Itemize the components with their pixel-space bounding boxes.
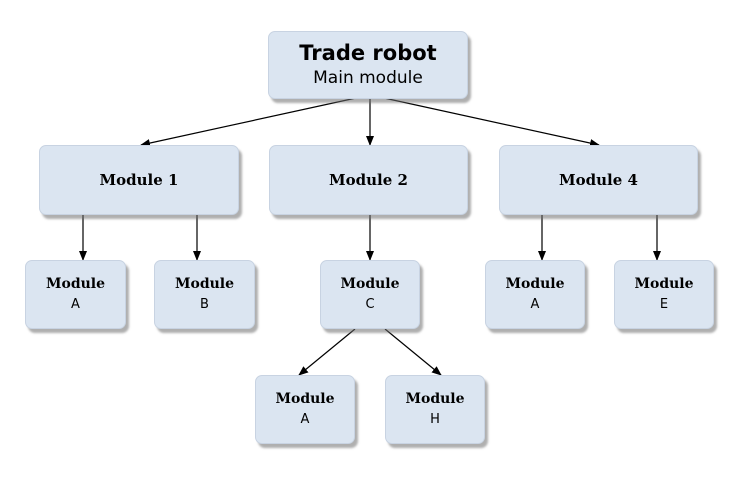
module-a2-label-line1: Module	[505, 275, 565, 292]
module-4-label: Module 4	[559, 171, 638, 189]
module-c-label-line2: C	[365, 296, 375, 312]
module-c-node: Module C	[320, 260, 420, 329]
arrow-module-c-to-h	[384, 328, 442, 376]
module-1-label: Module 1	[99, 171, 179, 189]
module-h-label-line2: H	[430, 411, 440, 427]
module-h-label-line1: Module	[405, 390, 465, 407]
module-2-node: Module 2	[269, 145, 468, 215]
module-a-label-line2: A	[71, 296, 80, 312]
module-b-node: Module B	[154, 260, 255, 329]
module-b-label-line1: Module	[174, 275, 235, 292]
module-h-node: Module H	[385, 375, 485, 444]
arrow-root-to-module-1	[140, 97, 357, 147]
module-b-label-line2: B	[200, 296, 209, 312]
module-a3-node: Module A	[255, 375, 355, 444]
module-a-label-line1: Module	[45, 275, 106, 292]
module-2-label: Module 2	[329, 171, 408, 189]
module-1-node: Module 1	[39, 145, 239, 215]
module-e-label-line1: Module	[634, 275, 694, 292]
root-subtitle: Main module	[313, 68, 423, 88]
module-a3-label-line1: Module	[275, 390, 335, 407]
module-e-node: Module E	[614, 260, 714, 329]
module-a2-node: Module A	[485, 260, 585, 329]
module-4-node: Module 4	[499, 145, 698, 215]
arrow-module-c-to-a	[298, 328, 356, 376]
module-c-label-line1: Module	[340, 275, 400, 292]
module-a3-label-line2: A	[300, 411, 310, 427]
root-node: Trade robot Main module	[268, 31, 468, 99]
module-a2-label-line2: A	[530, 296, 540, 312]
root-title: Trade robot	[299, 41, 437, 65]
arrow-root-to-module-4	[383, 97, 600, 147]
module-a-node: Module A	[25, 260, 126, 329]
module-e-label-line2: E	[659, 296, 669, 312]
